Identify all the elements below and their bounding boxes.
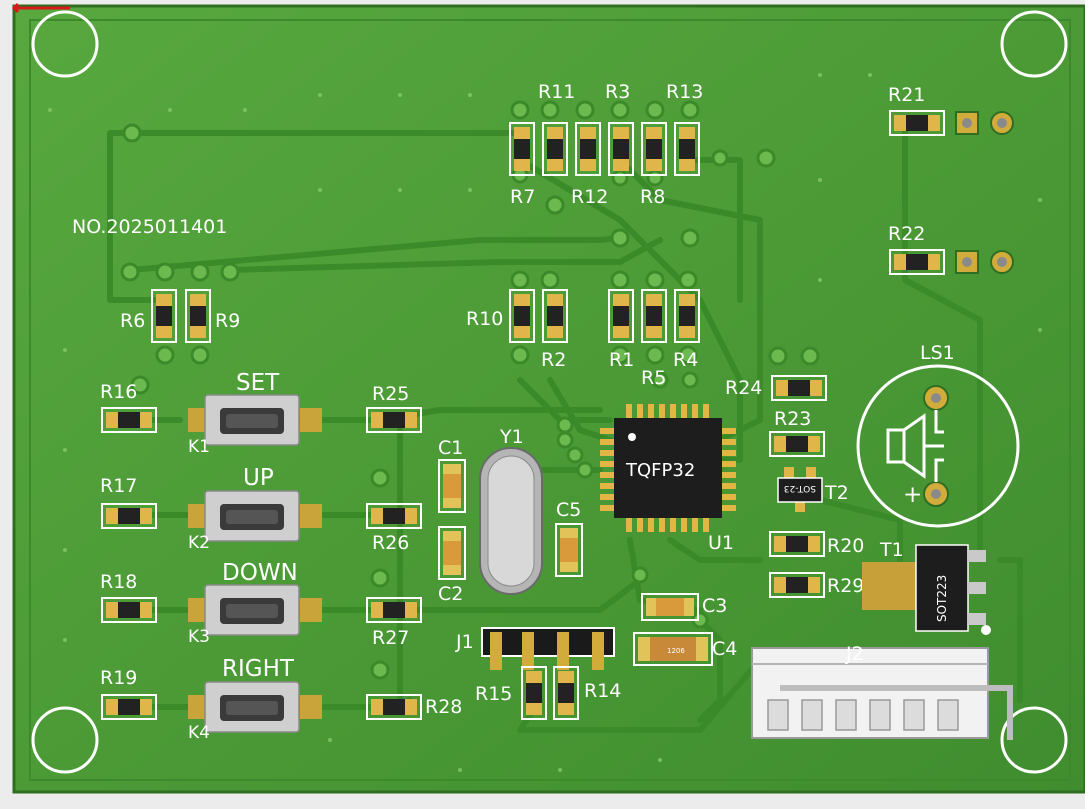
c4-package-label: 1206	[667, 647, 685, 655]
mcu-package-label: TQFP32	[625, 460, 695, 481]
label-r27: R27	[372, 627, 409, 649]
label-k3: K3	[188, 627, 210, 647]
label-j2: J2	[845, 643, 864, 665]
label-k4: K4	[188, 723, 210, 743]
buzzer-polarity: +	[903, 482, 922, 508]
label-k2: K2	[188, 533, 210, 553]
resistors-r23-r24: R24 R23	[725, 375, 827, 457]
label-r22: R22	[888, 223, 925, 245]
label-r18: R18	[100, 571, 137, 593]
button-label-right: RIGHT	[222, 656, 295, 682]
crystal-y1: Y1	[479, 426, 543, 595]
origin-marker-icon	[11, 2, 70, 14]
label-k1: K1	[188, 437, 210, 457]
capacitors-c1-c2: C1 C2	[438, 437, 466, 605]
label-r21: R21	[888, 84, 925, 106]
label-r7: R7	[510, 186, 535, 208]
buzzer-ls1: + LS1	[856, 342, 1020, 528]
label-y1: Y1	[499, 426, 524, 448]
label-r28: R28	[425, 696, 462, 718]
mcu-u1: TQFP32 U1	[600, 404, 736, 554]
label-t2: T2	[824, 482, 849, 504]
resistors-r14-r15: R15 R14	[475, 666, 621, 720]
label-r6: R6	[120, 310, 145, 332]
label-u1: U1	[708, 532, 734, 554]
label-r29: R29	[827, 575, 864, 597]
board-serial: NO.2025011401	[72, 216, 227, 238]
label-r3: R3	[605, 81, 630, 103]
label-r5: R5	[641, 367, 666, 389]
capacitor-c5: C5	[555, 499, 583, 577]
resistors-r6-r9: R6 R9	[120, 289, 240, 343]
t1-package-label: SOT223	[935, 575, 949, 622]
label-r12: R12	[571, 186, 608, 208]
button-k4: RIGHT K4	[188, 656, 322, 743]
label-r14: R14	[584, 680, 621, 702]
button-k3: DOWN K3	[188, 560, 322, 647]
resistor-array-top: R11 R3 R13 R7 R12 R8	[509, 81, 703, 208]
t2-package-label: SOT-23	[784, 483, 816, 493]
header-j1: J1	[455, 627, 615, 670]
label-r4: R4	[673, 349, 698, 371]
label-j1: J1	[455, 631, 474, 653]
resistors-r21-r22: R21 R22	[888, 84, 1014, 275]
label-c4: C4	[712, 638, 737, 660]
label-r17: R17	[100, 475, 137, 497]
transistor-t2: SOT-23 T2	[777, 467, 849, 512]
resistors-r20-r29: R20 R29	[769, 531, 864, 598]
vias	[120, 100, 820, 680]
mounting-holes	[31, 10, 1068, 774]
label-c2: C2	[438, 583, 463, 605]
capacitors-c3-c4: 1206 C3 C4	[633, 593, 737, 666]
label-t1: T1	[879, 539, 904, 561]
label-r24: R24	[725, 377, 762, 399]
button-label-set: SET	[236, 370, 280, 396]
regulator-t1: SOT223 T1	[862, 539, 991, 635]
button-label-down: DOWN	[222, 560, 298, 586]
label-r23: R23	[774, 408, 811, 430]
label-r25: R25	[372, 383, 409, 405]
label-r26: R26	[372, 532, 409, 554]
label-r19: R19	[100, 667, 137, 689]
label-r15: R15	[475, 683, 512, 705]
label-r9: R9	[215, 310, 240, 332]
label-r2: R2	[541, 349, 566, 371]
label-r8: R8	[640, 186, 665, 208]
label-c3: C3	[702, 595, 727, 617]
resistor-array-middle: R10 R2 R1 R4 R5	[466, 289, 700, 389]
label-c1: C1	[438, 437, 463, 459]
resistors-left-column: R16 R17 R18 R19	[100, 381, 157, 720]
label-r13: R13	[666, 81, 703, 103]
label-r11: R11	[538, 81, 575, 103]
label-c5: C5	[556, 499, 581, 521]
button-k2: UP K2	[188, 465, 322, 553]
connector-j2: J2	[751, 643, 1013, 740]
label-r1: R1	[609, 349, 634, 371]
label-r20: R20	[827, 535, 864, 557]
label-ls1: LS1	[920, 342, 955, 364]
button-k1: SET K1	[188, 370, 322, 457]
label-r10: R10	[466, 308, 503, 330]
button-label-up: UP	[243, 465, 274, 491]
resistors-button-column: R25 R26 R27 R28	[366, 383, 462, 720]
label-r16: R16	[100, 381, 137, 403]
